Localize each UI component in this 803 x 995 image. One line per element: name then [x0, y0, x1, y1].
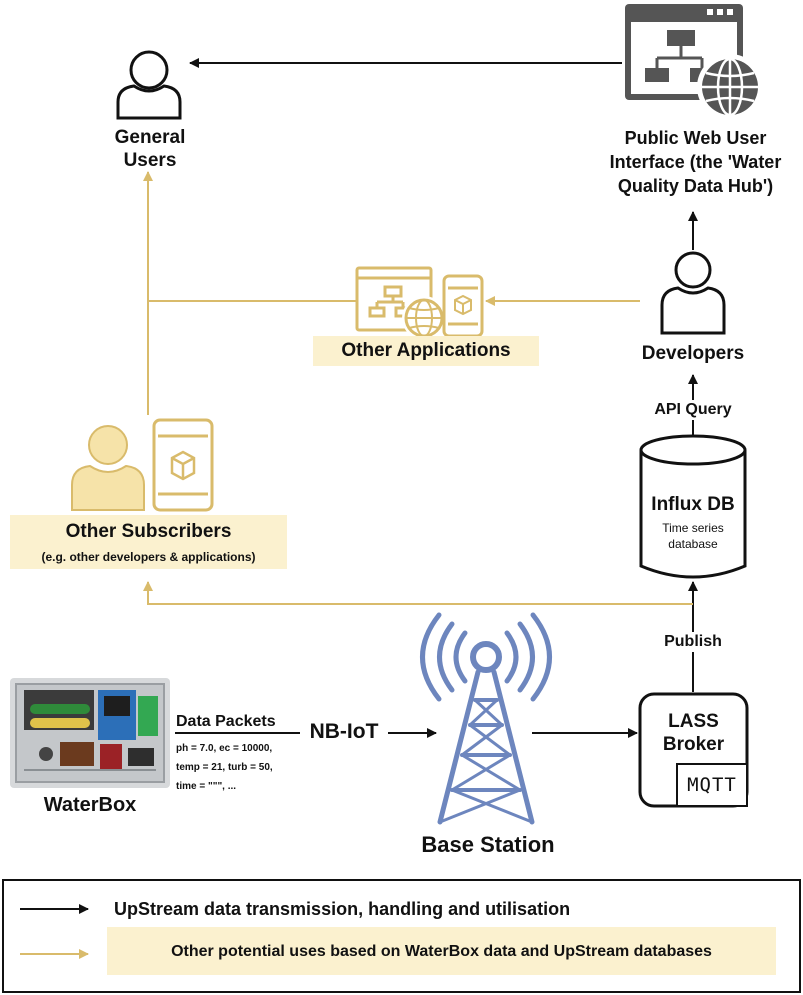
other-apps-browser-icon [355, 266, 433, 332]
developers-icon [660, 251, 726, 335]
api-query-label: API Query [640, 400, 746, 420]
developers-label: Developers [641, 343, 745, 364]
mqtt-label: MQTT [687, 774, 737, 796]
other-applications-box [313, 336, 539, 366]
influx-db-subtitle: Time series database [662, 521, 724, 551]
legend-box [2, 879, 801, 993]
base-station-tower-icon [420, 612, 552, 825]
waterbox-label: WaterBox [43, 794, 137, 816]
web-ui-label: Public Web User Interface (the 'Water Qu… [609, 128, 782, 196]
general-users-label: General Users [114, 127, 186, 171]
globe-icon [697, 54, 763, 120]
packet-line-2: temp = 21, turb = 50, [176, 762, 273, 773]
arrow-influx-to-subscribers [143, 581, 693, 605]
lass-broker-label: LASS Broker [662, 711, 725, 755]
general-users-icon [116, 50, 182, 120]
other-applications-label: Other Applications [341, 340, 511, 361]
lass-broker-box [638, 692, 749, 808]
data-packets-label: Data Packets [176, 713, 276, 730]
packet-line-3: time = """, ... [176, 781, 237, 792]
other-apps-globe-icon [402, 296, 446, 340]
publish-label: Publish [650, 632, 736, 652]
other-subscribers-box [10, 515, 287, 569]
legend-gold-text: Other potential uses based on WaterBox d… [171, 943, 712, 960]
waterbox-photo [10, 678, 170, 788]
other-apps-phone-icon [442, 274, 484, 338]
other-subscribers-phone-icon [152, 418, 214, 512]
base-station-label: Base Station [421, 832, 555, 857]
gold-flow-arrows [143, 171, 693, 605]
nbiot-label: NB-IoT [300, 719, 388, 745]
packet-line-1: ph = 7.0, ec = 10000, [176, 743, 273, 754]
other-subscribers-label: Other Subscribers [65, 521, 232, 542]
other-subscribers-sublabel: (e.g. other developers & applications) [41, 550, 256, 564]
influx-db-cylinder [639, 434, 747, 579]
other-subscribers-person-icon [71, 425, 145, 511]
legend-black-text: UpStream data transmission, handling and… [114, 899, 571, 919]
influx-db-title: Influx DB [651, 494, 735, 515]
